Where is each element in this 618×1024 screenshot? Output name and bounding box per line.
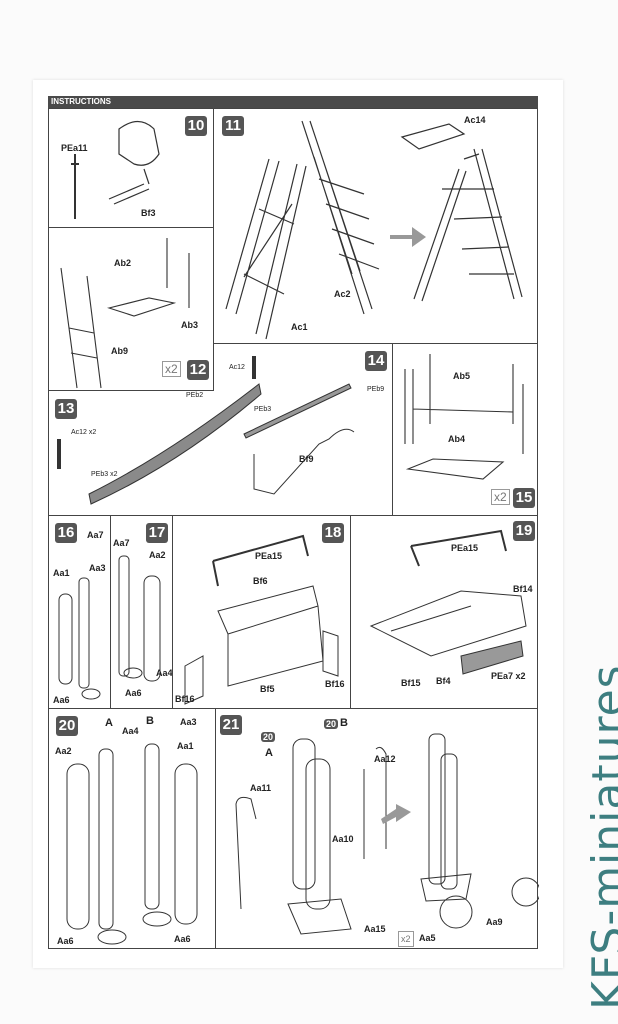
- part-label: A: [265, 747, 273, 759]
- step-10-panel: 10 PEa11 Bf3: [48, 108, 214, 228]
- quantity-badge: x2: [162, 361, 181, 377]
- part-label: B: [340, 717, 348, 729]
- quantity-badge: x2: [398, 931, 414, 947]
- part-label: Aa7: [87, 530, 104, 540]
- part-label: Ac2: [334, 289, 351, 299]
- part-label: Ac12 x2: [71, 429, 97, 436]
- step-20-panel: 20 A B Aa4 Aa3 Aa2 Aa1 Aa6 Aa6: [48, 708, 216, 949]
- vise-drawing: [71, 120, 160, 219]
- part-label: Aa6: [53, 695, 70, 705]
- part-label: Ab4: [448, 434, 466, 444]
- part-label: Aa6: [125, 688, 142, 698]
- part-label: Aa5: [419, 933, 436, 943]
- step-15-panel: x2 15 Ab5 Ab4: [392, 343, 538, 516]
- subassembly-ref: 20: [324, 719, 339, 729]
- part-label: Ac12: [229, 364, 245, 371]
- part-label: Bf16: [175, 694, 195, 704]
- part-label: B: [146, 715, 154, 727]
- part-label: PEa7 x2: [491, 671, 526, 681]
- part-label: PEa11: [61, 143, 88, 153]
- part-label: PEa15: [451, 543, 479, 553]
- part-label: Ab3: [181, 320, 199, 330]
- part-label: Aa4: [156, 668, 173, 678]
- part-label: Aa10: [332, 834, 354, 844]
- step-number: 18: [322, 523, 344, 543]
- toolbox-open-drawing: [369, 529, 527, 675]
- gas-cylinders-drawing: [66, 743, 198, 945]
- step-number: 20: [56, 716, 78, 736]
- step-17-panel: 17 Aa7 Aa2 Aa4 Aa6: [110, 515, 173, 709]
- part-label: Bf5: [260, 684, 275, 694]
- saw-drawing: [57, 356, 355, 505]
- part-label: PEb2: [186, 392, 204, 399]
- watermark: KFS-miniatures: [583, 664, 618, 1010]
- quantity-badge: x2: [491, 489, 510, 505]
- part-label: Bf16: [325, 679, 345, 689]
- part-label: Aa11: [250, 783, 272, 793]
- part-label: Bf6: [253, 576, 268, 586]
- part-label: A: [105, 717, 113, 729]
- part-label: PEb3: [254, 406, 272, 413]
- part-label: Aa2: [55, 746, 72, 756]
- part-label: Aa4: [122, 726, 139, 736]
- part-label: Bf14: [513, 584, 533, 594]
- step-16-panel: 16 Aa7 Aa3 Aa1 Aa6: [48, 515, 111, 709]
- step-number: 17: [146, 523, 168, 543]
- part-label: Bf9: [299, 454, 314, 464]
- step-number: 19: [513, 521, 535, 541]
- part-label: Aa15: [364, 924, 386, 934]
- cylinder-drawing: [58, 577, 101, 700]
- step-number: 15: [513, 488, 535, 508]
- part-label: Aa6: [57, 936, 74, 946]
- cylinder-drawing: [118, 555, 161, 682]
- part-label: PEa15: [255, 551, 283, 561]
- header-bar: INSTRUCTIONS: [48, 96, 538, 108]
- step-number: 12: [187, 360, 209, 380]
- part-label: Ab5: [453, 371, 471, 381]
- cylinder-cart-drawing: [235, 733, 539, 935]
- part-label: Aa3: [89, 563, 106, 573]
- chair-drawing: [60, 238, 190, 389]
- part-label: Bf4: [436, 676, 451, 686]
- toolbox-drawing: [184, 534, 339, 705]
- subassembly-ref: 20: [261, 732, 276, 742]
- table-drawing: [404, 354, 524, 480]
- part-label: Aa12: [374, 754, 396, 764]
- step-19-panel: 19 PEa15 Bf14 Bf15 Bf4 PEa7 x2: [350, 515, 538, 709]
- part-label: Ac1: [291, 322, 308, 332]
- step-number: 14: [365, 351, 387, 371]
- part-label: Ab2: [114, 258, 132, 268]
- part-label: Aa3: [180, 717, 197, 727]
- step-12-panel: x2 12 Ab2 Ab3 Ab9: [48, 227, 214, 391]
- step-number: 10: [185, 116, 207, 136]
- step-number: 21: [220, 715, 242, 735]
- part-label: Aa2: [149, 550, 166, 560]
- part-label: Aa1: [53, 568, 70, 578]
- step-11-panel: 11 Ac1 Ac2 Ac14: [213, 108, 538, 344]
- part-label: Aa7: [113, 538, 130, 548]
- part-label: Bf3: [141, 208, 156, 218]
- part-label: PEb9: [367, 386, 385, 393]
- part-label: Ab9: [111, 346, 129, 356]
- part-label: Aa1: [177, 741, 194, 751]
- step-number: 16: [55, 523, 77, 543]
- part-label: Bf15: [401, 678, 421, 688]
- step-21-panel: 21 20 A 20 B Aa12 Aa11 Aa10 Aa15 x2 Aa5 …: [215, 708, 539, 949]
- ladder-drawing: [225, 120, 523, 340]
- step-number: 13: [55, 399, 77, 419]
- part-label: Ac14: [464, 115, 486, 125]
- part-label: Aa9: [486, 917, 503, 927]
- step-18-panel: 18 PEa15 Bf6 Bf5 Bf16 Bf16: [172, 515, 351, 709]
- part-label: Aa6: [174, 934, 191, 944]
- part-label: PEb3 x2: [91, 471, 118, 478]
- step-number: 11: [222, 116, 244, 136]
